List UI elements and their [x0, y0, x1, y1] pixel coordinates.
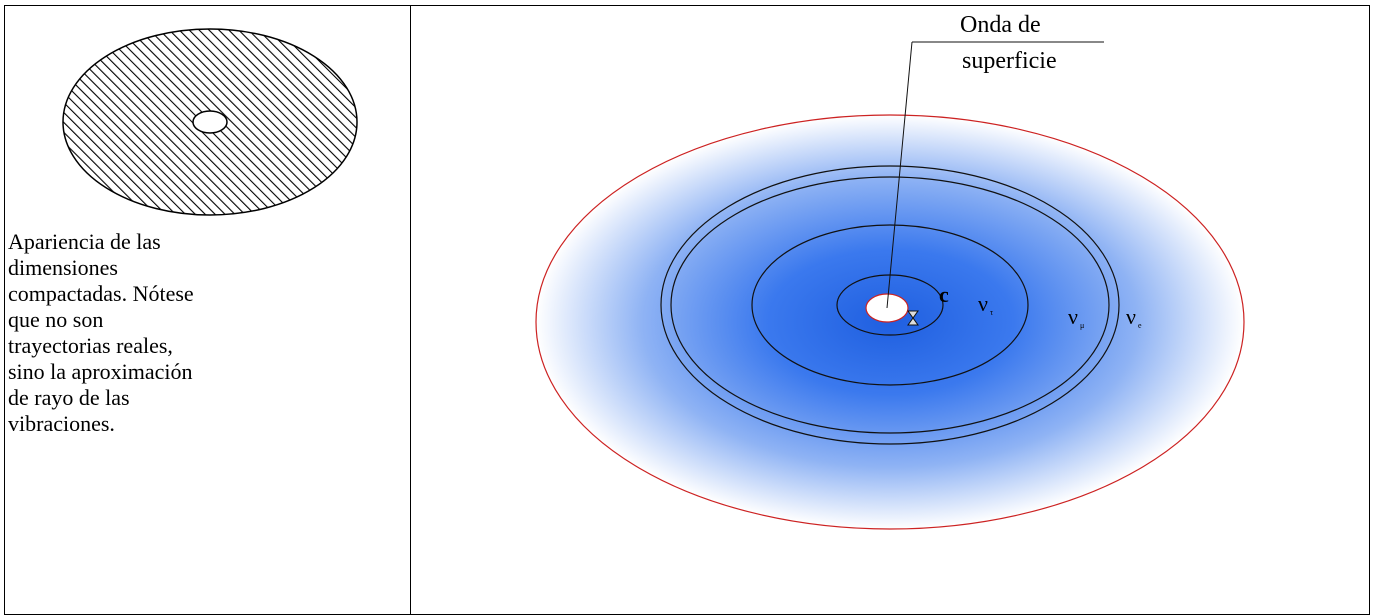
label-nu-mu: ν — [1068, 304, 1078, 329]
surface-label-line2: superficie — [962, 48, 1057, 74]
disc-hole — [192, 110, 228, 134]
label-nu-tau-sub: τ — [990, 308, 994, 317]
left-caption: Apariencia de las dimensiones compactada… — [8, 229, 194, 436]
ring-nu-e — [660, 165, 1120, 445]
label-nu-tau: ν — [978, 291, 988, 316]
compacted-dimension-disc — [62, 28, 358, 216]
label-c: c — [939, 282, 949, 307]
callout-line — [886, 41, 913, 309]
ring-nu-mu — [670, 176, 1110, 434]
surface-wave-diagram: Onda de superficie c ν τ ν μ ν e — [535, 12, 1245, 530]
hourglass-icon — [907, 310, 919, 326]
surface-label-line1: Onda de — [960, 12, 1041, 38]
ring-nu-tau — [751, 224, 1029, 386]
label-nu-mu-sub: μ — [1080, 321, 1084, 330]
label-nu-e-sub: e — [1138, 321, 1142, 330]
label-nu-e: ν — [1126, 304, 1136, 329]
